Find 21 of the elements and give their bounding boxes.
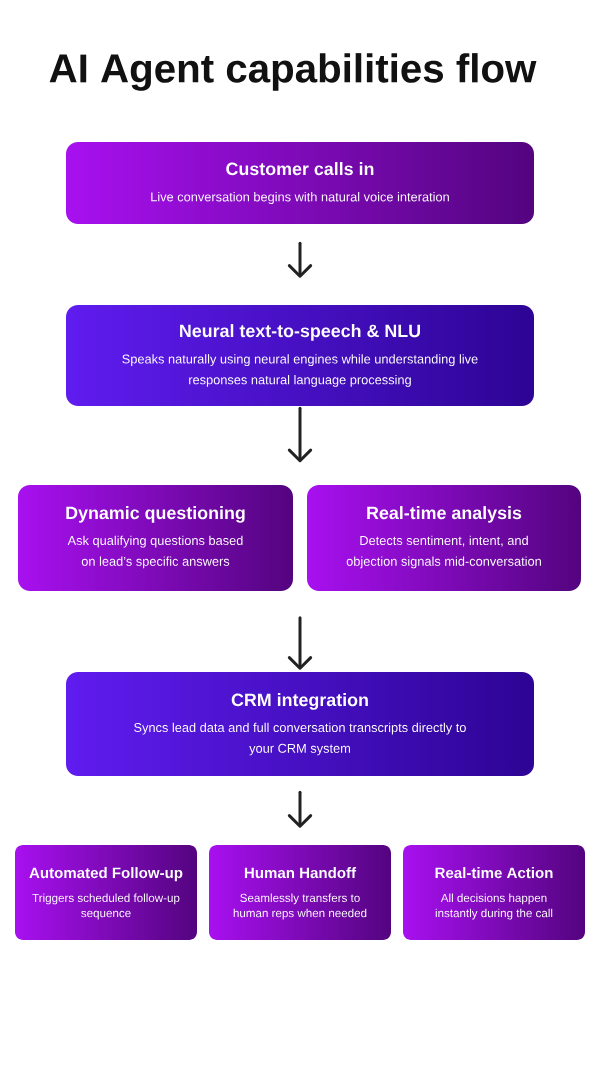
arrow [287,406,313,463]
box-heading: Real-time Action [435,867,553,879]
box-heading: Automated Follow-up [29,867,183,882]
box-description: Speaks naturally using neural engines while understanding live responses natural language processing [122,354,478,387]
box-heading: Dynamic questioning [66,506,245,523]
box-heading: Customer calls in [226,162,374,176]
box-heading: Real-time analysis [367,506,522,523]
box-description: Seamlessly transfers to human reps when needed [233,893,367,920]
box-description: Syncs lead data and full conversation transcripts directly to your CRM system [134,722,466,756]
box-description: All decisions happen instantly during the call [435,893,553,920]
box-heading: Neural text-to-speech & NLU [180,324,420,341]
title: AI Agent capabilities flow [49,53,537,91]
arrow [287,241,313,278]
arrow [287,616,313,670]
box-description: Triggers scheduled follow-up sequence [32,893,180,920]
box-heading: Human Handoff [244,867,357,879]
box-description: Detects sentiment, intent, and objection signals mid-conversation [346,535,541,569]
arrow [287,790,313,828]
box-heading: CRM integration [231,693,368,710]
box-description: Live conversation begins with natural voice interation [151,192,449,204]
box-description: Ask qualifying questions based on lead’s specific answers [67,535,243,569]
